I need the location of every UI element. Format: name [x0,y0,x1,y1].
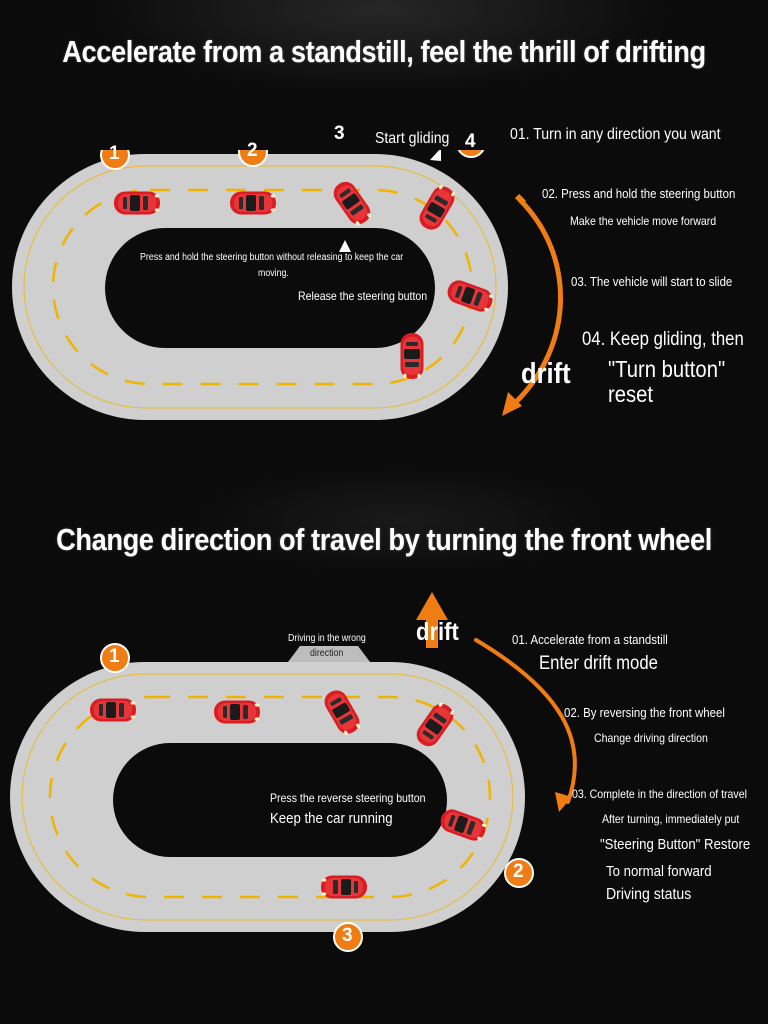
section2-track-diagram [10,592,577,952]
marker-label-1: 1 [109,143,120,164]
step4-reset-text: reset [608,381,654,407]
marker-label-4: 4 [465,131,476,152]
start-gliding-label: Start gliding [375,130,450,147]
lane-line-inner [48,695,492,899]
step3-subtext-4: Driving status [606,886,692,903]
step1-text: 01. Turn in any direction you want [510,126,721,143]
marker-label-3: 3 [342,925,353,946]
drift-label: drift [521,358,571,390]
car-icon-2 [230,191,276,215]
section1-title: Accelerate from a standstill, feel the t… [62,34,706,69]
step3-subtext-1: After turning, immediately put [602,812,740,826]
curved-arrow-icon [511,197,563,407]
arrow-head-icon [555,792,572,812]
section1-track-diagram [12,150,563,420]
section2-title: Change direction of travel by turning th… [56,522,712,557]
marker-label-2: 2 [247,140,258,161]
lane-line-outer [23,165,497,409]
lane-line-inner [51,188,474,386]
keep-running-label: Keep the car running [270,810,393,827]
car-icon-6 [321,875,367,899]
lane-line-outer [21,673,514,921]
car-icon-1 [114,191,160,215]
marker-icon-2 [504,858,534,888]
marker-icon-3 [333,922,363,952]
marker-label-1: 1 [109,646,120,667]
marker-icon-2 [238,150,268,167]
marker-icon-4 [457,150,485,158]
curved-arrow-icon [474,638,577,804]
press-hold-label-line1: Press and hold the steering button witho… [140,252,404,263]
up-arrow-icon [416,592,448,648]
marker-label-2: 2 [513,861,524,882]
press-reverse-label: Press the reverse steering button [270,791,426,805]
drift-label: drift [416,618,459,646]
step2-text: 02. Press and hold the steering button [542,186,736,201]
press-hold-label-line2: moving. [258,268,289,279]
step4-text: 04. Keep gliding, then [582,329,744,350]
track-inner [105,228,435,348]
step3-subtext-2: "Steering Button" Restore [600,836,751,853]
wrong-direction-badge [288,646,370,662]
step1-subtext: Enter drift mode [539,653,658,674]
marker-icon-1 [100,643,130,673]
marker-icon-1 [100,150,130,170]
car-icon-6 [400,333,424,379]
step2-subtext: Make the vehicle move forward [570,214,717,228]
pointer-icon [339,240,351,252]
car-icon-2 [214,700,260,724]
wrong-direction-label-line2: direction [310,648,344,659]
pointer-icon [430,150,441,161]
step3-text: 03. The vehicle will start to slide [571,274,733,289]
step4-button-text: "Turn button" [608,356,726,382]
step3-subtext-3: To normal forward [606,863,712,880]
step1-text: 01. Accelerate from a standstill [512,632,668,647]
release-label: Release the steering button [298,289,428,303]
step2-subtext: Change driving direction [594,731,708,745]
marker-label-3: 3 [334,123,345,144]
car-icon-1 [90,698,136,722]
wrong-direction-label-line1: Driving in the wrong [288,633,366,644]
arrow-head-icon [502,392,522,416]
step3-text: 03. Complete in the direction of travel [572,787,747,801]
track-inner [113,743,447,857]
step2-text: 02. By reversing the front wheel [564,705,725,720]
